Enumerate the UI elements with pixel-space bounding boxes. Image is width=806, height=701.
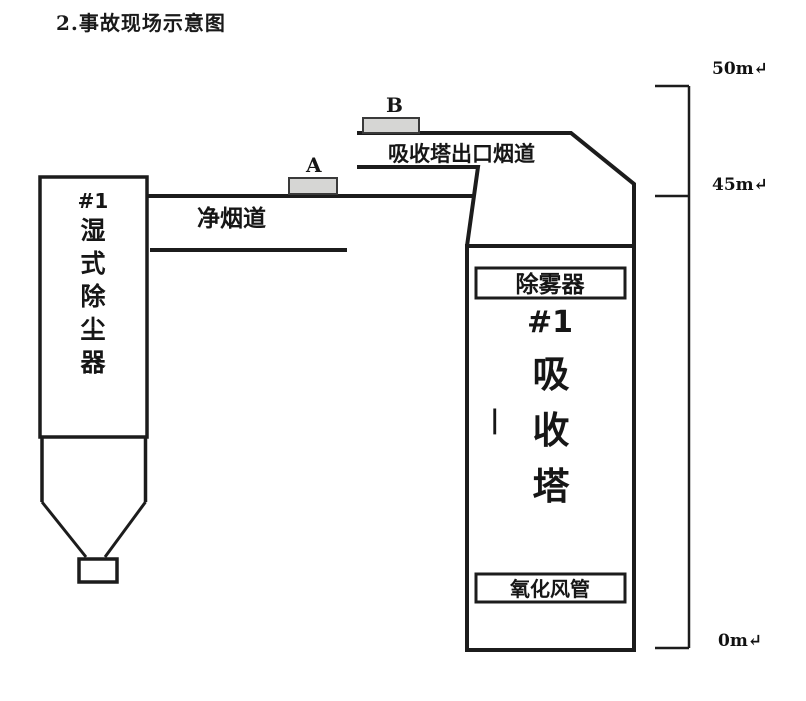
outlet-flue-bottom-line bbox=[357, 165, 481, 247]
oxidation-duct-box bbox=[474, 572, 627, 604]
dust-collector-body bbox=[38, 175, 149, 439]
page-title: 2.事故现场示意图 bbox=[56, 11, 226, 35]
dust-collector-label-line2: 湿 bbox=[80, 216, 105, 245]
marker-a-label: A bbox=[305, 153, 322, 177]
dust-collector-label-line5: 尘 bbox=[80, 315, 105, 344]
dust-collector-label-line3: 式 bbox=[80, 249, 105, 278]
scale-label-0m: 0m↵ bbox=[718, 631, 762, 651]
outlet-flue-label: 吸收塔出口烟道 bbox=[388, 142, 535, 166]
dust-collector-outlet bbox=[77, 557, 119, 584]
dust-collector-label-line6: 器 bbox=[79, 348, 106, 377]
outlet-flue-top-line bbox=[357, 131, 636, 246]
oxidation-duct-label: 氧化风管 bbox=[509, 577, 590, 601]
dust-collector-hopper-right bbox=[103, 501, 147, 558]
tower-name-char-2: 收 bbox=[533, 409, 570, 452]
marker-b-box bbox=[362, 117, 420, 134]
demister-box bbox=[474, 266, 627, 300]
scale-label-50m: 50m↵ bbox=[712, 59, 768, 79]
tower-name-char-1: 吸 bbox=[533, 353, 570, 396]
tower-name-char-3: 塔 bbox=[533, 465, 571, 508]
demister-label: 除雾器 bbox=[516, 271, 586, 298]
marker-a-box bbox=[288, 177, 338, 195]
scale-label-45m: 45m↵ bbox=[712, 175, 768, 195]
clean-flue-label: 净烟道 bbox=[197, 205, 266, 232]
dust-collector-label-line4: 除 bbox=[80, 282, 106, 311]
cursor-mark: | bbox=[490, 405, 500, 435]
dust-collector-hopper-left bbox=[40, 501, 88, 558]
dust-collector-label-line1: #1 bbox=[78, 189, 109, 213]
marker-b-label: B bbox=[386, 93, 403, 117]
tower-unit-label: #1 bbox=[527, 305, 573, 340]
